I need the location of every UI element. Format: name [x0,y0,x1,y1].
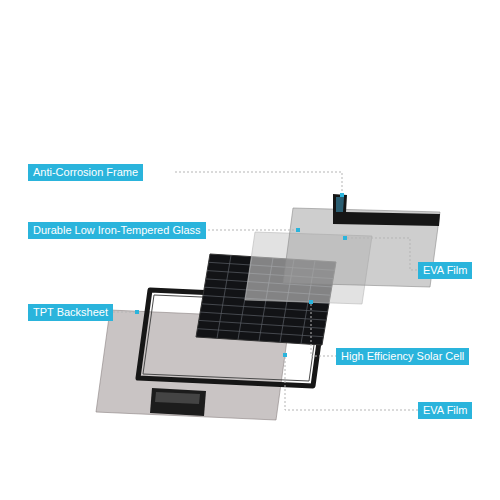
part-label: Anti-Corrosion Frame [28,164,143,181]
leader-dot [296,228,300,232]
leader-line [200,230,296,231]
frame-corner [333,194,440,226]
part-name: Anti-Corrosion Frame [33,166,138,179]
leader-dot [343,236,347,240]
part-label: High Efficiency Solar Cell [336,348,469,365]
leader-dot [309,300,313,304]
part-name: EVA Film [423,264,467,277]
leader-dot [340,193,344,197]
frame-piece-face [155,392,200,404]
leader-line [311,304,336,356]
part-label: EVA Film [418,402,472,419]
leader-line [175,172,342,193]
leader-dots [135,193,347,357]
leader-dot [135,310,139,314]
frame-piece [150,388,206,416]
leader-lines [105,172,418,410]
leader-dot [283,353,287,357]
frame-corner-highlight [336,197,344,212]
leader-line [347,238,418,270]
part-label: Durable Low Iron-Tempered Glass [28,222,206,239]
part-name: TPT Backsheet [33,306,108,319]
part-name: Durable Low Iron-Tempered Glass [33,224,201,237]
part-name: High Efficiency Solar Cell [341,350,464,363]
part-label: TPT Backsheet [28,304,113,321]
part-label: EVA Film [418,262,472,279]
part-name: EVA Film [423,404,467,417]
